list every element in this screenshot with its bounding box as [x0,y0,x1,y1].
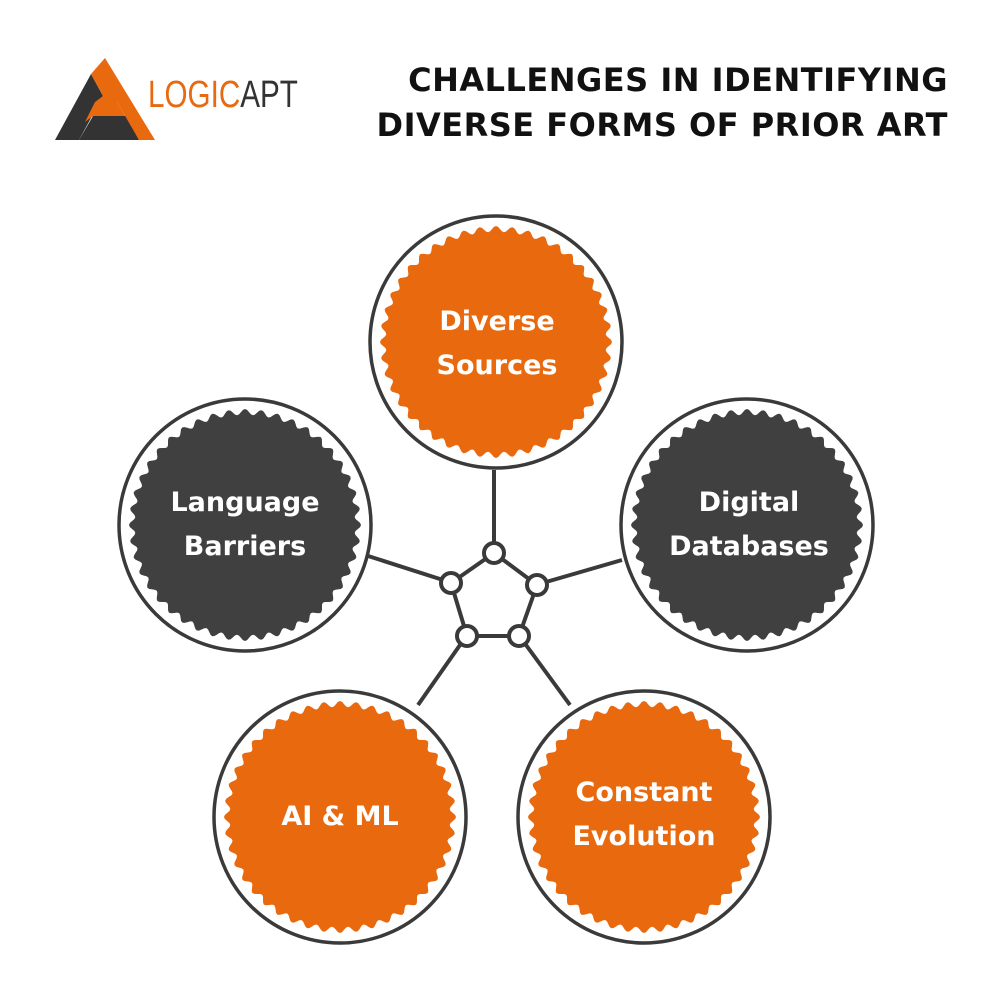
circle-diverse-sources [368,214,624,470]
circle-digital-databases [619,397,875,653]
node-label-line2: Barriers [183,531,307,562]
title-line-1: CHALLENGES IN IDENTIFYING [408,61,948,99]
seal-shape [380,226,612,458]
node-label-line1: Digital [698,487,800,518]
node-digital-databases: Digital Databases [629,481,869,569]
pentagon-hub-nodes [439,541,549,648]
node-diverse-sources: Diverse Sources [377,300,617,388]
node-label-line1: Constant [575,777,713,808]
circle-constant-evolution [516,689,772,945]
logo-text-logic: LOGIC [148,74,241,116]
triangle-logo-icon [55,58,155,140]
seal-shape [224,701,456,933]
seal-shape [631,409,863,641]
node-constant-evolution: Constant Evolution [524,771,764,859]
circle-language-barriers [117,397,373,653]
node-label-line1: Language [170,487,320,518]
seal-shape [528,701,760,933]
logo-text-apt: APT [240,74,298,116]
node-language-barriers: Language Barriers [125,481,365,569]
circle-ai-ml [212,689,468,945]
node-label-line2: Sources [436,350,558,381]
node-label-line1: AI & ML [281,801,399,832]
node-ai-ml: AI & ML [220,795,460,839]
seal-shape [129,409,361,641]
page-title: CHALLENGES IN IDENTIFYING DIVERSE FORMS … [377,58,949,148]
logo-wordmark: LOGICAPT [148,74,298,117]
connector-lines [364,470,623,707]
node-label-line2: Databases [669,531,829,562]
title-line-2: DIVERSE FORMS OF PRIOR ART [376,106,948,144]
node-label-line2: Evolution [572,821,716,852]
node-label-line1: Diverse [439,306,555,337]
